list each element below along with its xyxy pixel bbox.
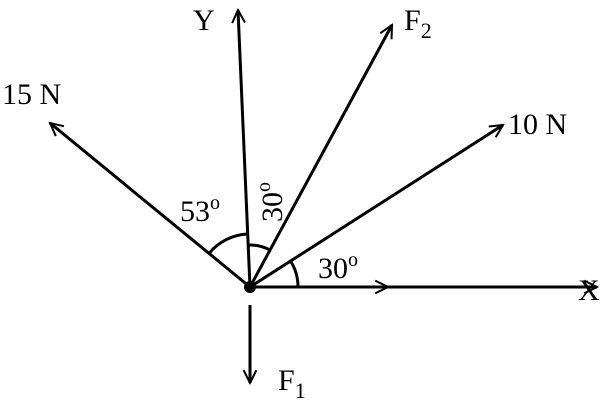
- angle-arc-53: [207, 232, 248, 255]
- angle-arc-30-x: [289, 260, 300, 288]
- angle-30-y-label: 30o: [253, 182, 289, 222]
- angle-arc-30-y: [248, 243, 271, 252]
- y-axis: [238, 10, 252, 288]
- f1-label: F1: [278, 364, 306, 403]
- f2-label: F2: [404, 4, 432, 43]
- force-10n-vector: [249, 123, 503, 289]
- angle-53-label: 53o: [180, 192, 220, 228]
- force-10n-label: 10 N: [508, 108, 567, 141]
- x-axis-label: X: [578, 274, 600, 307]
- origin-point: [244, 281, 256, 293]
- force-15n-vector: [50, 123, 251, 289]
- angle-30-x-label: 30o: [318, 249, 358, 285]
- force-15n-label: 15 N: [2, 78, 61, 111]
- force-f2-vector: [248, 25, 394, 288]
- y-axis-label: Y: [193, 4, 215, 37]
